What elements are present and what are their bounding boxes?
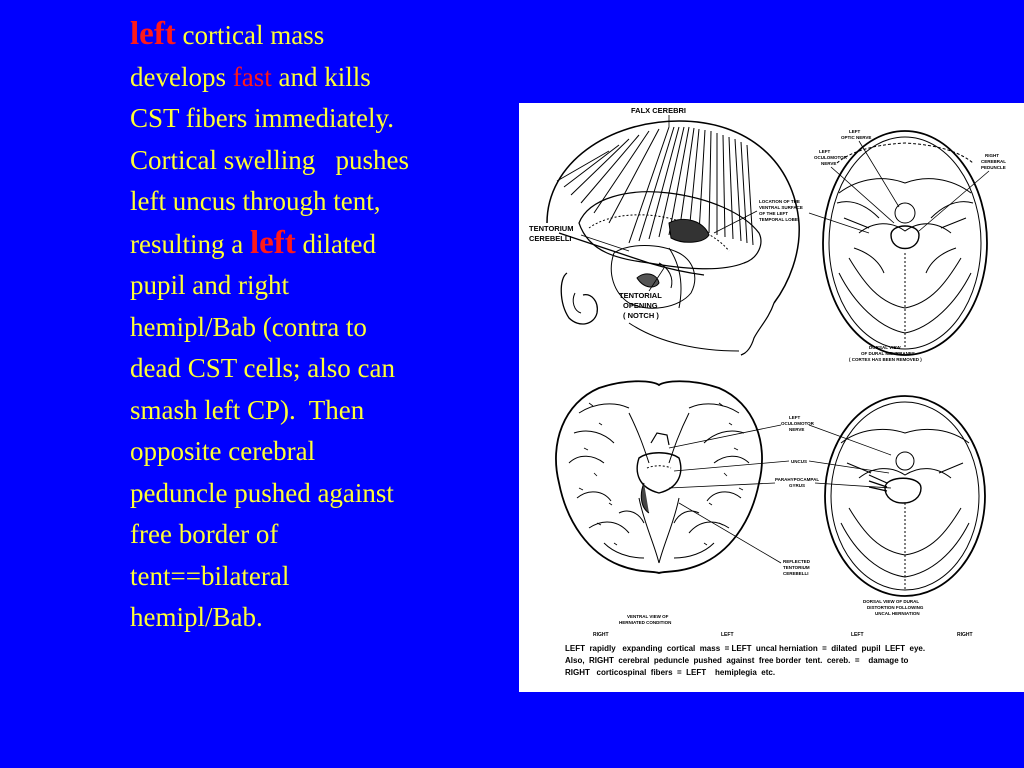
- dorsal-caption-1: DORSAL VIEW: [869, 345, 901, 350]
- emphasis-left: left: [249, 224, 296, 261]
- text-line-9: dead CST cells; also can: [130, 353, 395, 383]
- text-span: dilated: [295, 228, 377, 259]
- description-text: left cortical mass develops fast and kil…: [130, 14, 500, 639]
- sagittal-brain-drawing: [546, 120, 800, 356]
- reflected-label-3: CEREBELLI: [783, 571, 809, 576]
- orientation-left-1: LEFT: [721, 632, 734, 638]
- text-line-2: develops fast and kills: [130, 57, 500, 99]
- text-line-7: pupil and right: [130, 270, 289, 300]
- left-oculo2-label-1: LEFT: [789, 415, 800, 420]
- left-oculo2-label-3: NERVE: [789, 427, 804, 432]
- location-label-4: TEMPORAL LOBE: [759, 217, 798, 222]
- caption-line-1: LEFT rapidly expanding cortical mass = L…: [565, 644, 926, 653]
- text-line-15: hemipl/Bab.: [130, 602, 263, 632]
- tentorium-label-1: TENTORIUM: [529, 224, 573, 233]
- text-line-10: smash left CP). Then: [130, 394, 365, 425]
- text-span: cortical mass: [175, 20, 325, 50]
- left-oculo-label-3: NERVE: [821, 161, 836, 166]
- dorsal-labels: LEFT OPTIC NERVE LEFT OCULOMOTOR NERVE R…: [814, 129, 1006, 362]
- text-span: develops: [130, 61, 233, 92]
- text-line-11: opposite cerebral: [130, 436, 316, 466]
- emphasis-fast: fast: [232, 61, 272, 92]
- ventral-labels: LEFT OCULOMOTOR NERVE UNCUS PARAHYPOCAMP…: [619, 415, 892, 625]
- location-label-2: VENTRAL SURFACE: [759, 205, 803, 210]
- orientation-labels: RIGHT LEFT LEFT RIGHT: [593, 632, 973, 638]
- right-peduncle-label-2: CEREBRAL: [981, 159, 1006, 164]
- ventral-caption-2: HERNIATED CONDITION: [619, 620, 671, 625]
- opening-label-1: TENTORIAL: [619, 291, 662, 300]
- orientation-left-2: LEFT: [851, 632, 864, 638]
- distortion-drawing: [824, 395, 986, 597]
- anatomy-illustration: FALX CEREBRI TENTORIUM CEREBELLI TENTORI…: [529, 106, 1006, 638]
- distortion-labels: DORSAL VIEW OF DURAL DISTORTION FOLLOWIN…: [863, 599, 924, 616]
- text-line-1: left cortical mass: [130, 14, 500, 57]
- distortion-caption-3: UNCAL HERNIATION: [875, 611, 920, 616]
- left-oculo2-label-2: OCULOMOTOR: [781, 421, 815, 426]
- figure-caption: LEFT rapidly expanding cortical mass = L…: [565, 643, 1015, 679]
- anatomy-figure: FALX CEREBRI TENTORIUM CEREBELLI TENTORI…: [519, 103, 1024, 692]
- dorsal-dural-drawing: [822, 130, 988, 356]
- orientation-right-2: RIGHT: [957, 632, 973, 638]
- tentorium-label-2: CEREBELLI: [529, 234, 572, 243]
- text-span: resulting a: [130, 228, 250, 259]
- text-line-3: CST fibers immediately.: [130, 103, 394, 133]
- sagittal-labels: FALX CEREBRI TENTORIUM CEREBELLI TENTORI…: [529, 106, 870, 320]
- location-label-1: LOCATION OF THE: [759, 199, 800, 204]
- reflected-label-2: TENTORIUM: [783, 565, 810, 570]
- left-optic-label-1: LEFT: [849, 129, 860, 134]
- caption-line-2: Also, RIGHT cerebral peduncle pushed aga…: [565, 656, 909, 665]
- dorsal-caption-2: OF DURAL MEMBRANES: [861, 351, 915, 356]
- emphasis-left: left: [130, 16, 176, 52]
- ventral-brain-drawing: [555, 380, 763, 574]
- parahippocampal-label-2: GYRUS: [789, 483, 805, 488]
- text-line-12: peduncle pushed against: [130, 477, 394, 508]
- text-line-13: free border of: [130, 519, 279, 549]
- caption-line-3: RIGHT corticospinal fibers = LEFT hemipl…: [565, 668, 776, 677]
- distortion-caption-1: DORSAL VIEW OF DURAL: [863, 599, 919, 604]
- text-span: and kills: [271, 61, 371, 92]
- orientation-right-1: RIGHT: [593, 632, 609, 638]
- opening-label-2: OPENING: [623, 301, 658, 310]
- left-optic-label-2: OPTIC NERVE: [841, 135, 871, 140]
- left-oculo-label-2: OCULOMOTOR: [814, 155, 848, 160]
- location-label-3: OF THE LEFT: [759, 211, 788, 216]
- text-line-14: tent==bilateral: [130, 560, 290, 591]
- dorsal-caption-3: ( CORTEX HAS BEEN REMOVED ): [849, 357, 922, 362]
- ventral-caption-1: VENTRAL VIEW OF: [627, 614, 669, 619]
- left-oculo-label-1: LEFT: [819, 149, 830, 154]
- text-line-8: hemipl/Bab (contra to: [130, 311, 367, 342]
- right-peduncle-label-1: RIGHT: [985, 153, 999, 158]
- text-line-5: left uncus through tent,: [130, 186, 381, 216]
- parahippocampal-label-1: PARAHYPOCAMPAL: [775, 477, 819, 482]
- opening-label-3: ( NOTCH ): [623, 311, 659, 320]
- distortion-caption-2: DISTORTION FOLLOWING: [867, 605, 924, 610]
- reflected-label-1: REFLECTED: [783, 559, 811, 564]
- uncus-label: UNCUS: [791, 459, 807, 464]
- text-line-6: resulting a left dilated: [130, 223, 500, 266]
- text-line-4: Cortical swelling pushes: [130, 144, 409, 175]
- falx-label: FALX CEREBRI: [631, 106, 686, 115]
- right-peduncle-label-3: PEDUNCLE: [981, 165, 1006, 170]
